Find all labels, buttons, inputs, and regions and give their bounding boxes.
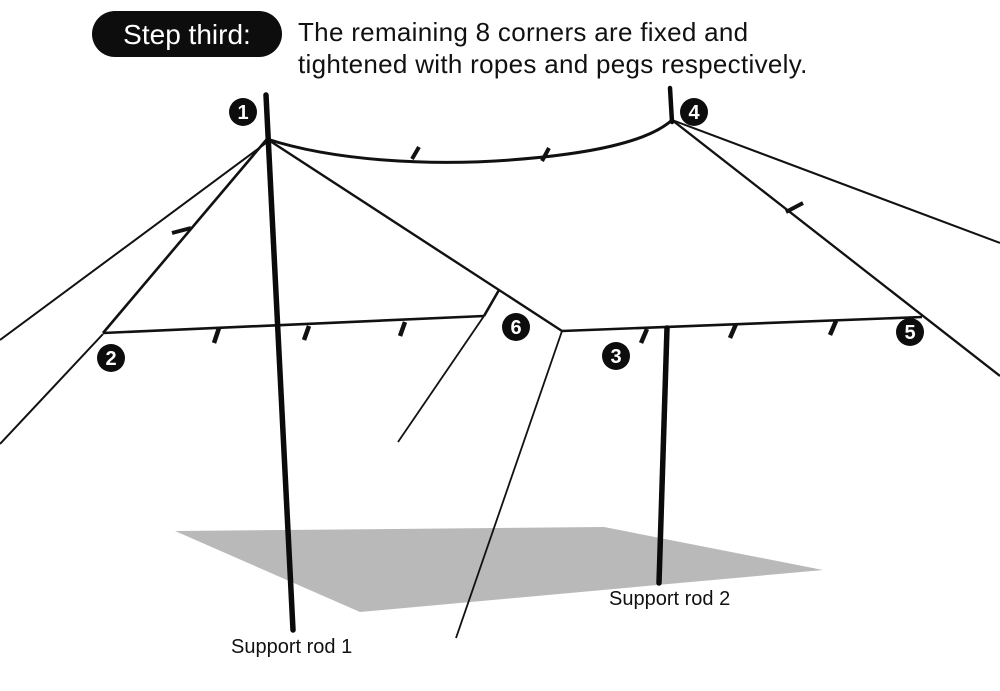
- guy-rope-peak1-left: [0, 142, 267, 341]
- tarp-outline: [102, 118, 1000, 377]
- peg-tick-top-1: [410, 145, 421, 161]
- step-description-line1: The remaining 8 corners are fixed and: [298, 17, 748, 47]
- corner-marker-2: 2: [97, 344, 125, 372]
- corner-marker-2-number: 2: [105, 348, 116, 370]
- guy-rope-corner2: [0, 333, 104, 445]
- support-rod-1: [263, 92, 296, 633]
- rod-labels: Support rod 1 Support rod 2: [231, 588, 730, 658]
- peg-tick-front-right-1: [638, 328, 650, 344]
- corner-marker-6: 6: [502, 313, 530, 341]
- corner-marker-4: 4: [680, 98, 708, 126]
- guy-rope-peak4-right: [671, 119, 1000, 244]
- peg-tick-left-edge: [171, 226, 192, 235]
- support-rods: [263, 85, 675, 633]
- peg-tick-front-left-2: [301, 325, 312, 341]
- corner-marker-6-number: 6: [510, 317, 521, 339]
- peg-tick-front-left-1: [211, 327, 222, 344]
- support-rod-2: [656, 325, 670, 586]
- corner-marker-3-number: 3: [610, 346, 621, 368]
- corner-marker-1-circle: [229, 98, 257, 126]
- corner-marker-6-circle: [502, 313, 530, 341]
- guy-rope-center-front: [455, 330, 563, 639]
- header: Step third: The remaining 8 corners are …: [92, 11, 808, 79]
- guy-ropes: [0, 119, 1000, 639]
- peg-tick-front-right-2: [727, 323, 739, 339]
- guy-rope-corner6: [397, 315, 485, 443]
- peg-tick-top-2: [540, 147, 551, 162]
- tarp-ridge-seam: [266, 137, 563, 333]
- corner-marker-1: 1: [229, 98, 257, 126]
- peg-tick-front-right-3: [827, 320, 839, 336]
- corner-marker-3: 3: [602, 342, 630, 370]
- peg-tick-right-edge: [785, 201, 804, 214]
- tarp-left-edge: [102, 138, 268, 334]
- support-rod-2-top-stub: [667, 85, 675, 125]
- tarp-top-edge: [266, 118, 674, 164]
- corner-markers: 1 2 3 4 5 6: [97, 98, 924, 372]
- corner-marker-4-circle: [680, 98, 708, 126]
- tarp-corner6-fold: [482, 289, 501, 317]
- corner-marker-5-number: 5: [904, 322, 915, 344]
- support-rod-2-label: Support rod 2: [609, 588, 730, 610]
- tarp-right-edge: [671, 119, 1000, 377]
- corner-marker-1-number: 1: [237, 102, 248, 124]
- tarp-front-left-edge: [102, 314, 485, 335]
- peg-tick-front-left-3: [397, 321, 408, 337]
- corner-marker-5: 5: [896, 318, 924, 346]
- step-badge-label: Step third:: [123, 19, 251, 50]
- tarp-front-right-edge: [561, 315, 923, 333]
- peg-ticks: [171, 145, 839, 344]
- corner-marker-2-circle: [97, 344, 125, 372]
- corner-marker-5-circle: [896, 318, 924, 346]
- corner-marker-4-number: 4: [688, 102, 700, 124]
- support-rod-1-label: Support rod 1: [231, 636, 352, 658]
- corner-marker-3-circle: [602, 342, 630, 370]
- step-description-line2: tightened with ropes and pegs respective…: [298, 49, 808, 79]
- step-badge-pill: [92, 11, 282, 57]
